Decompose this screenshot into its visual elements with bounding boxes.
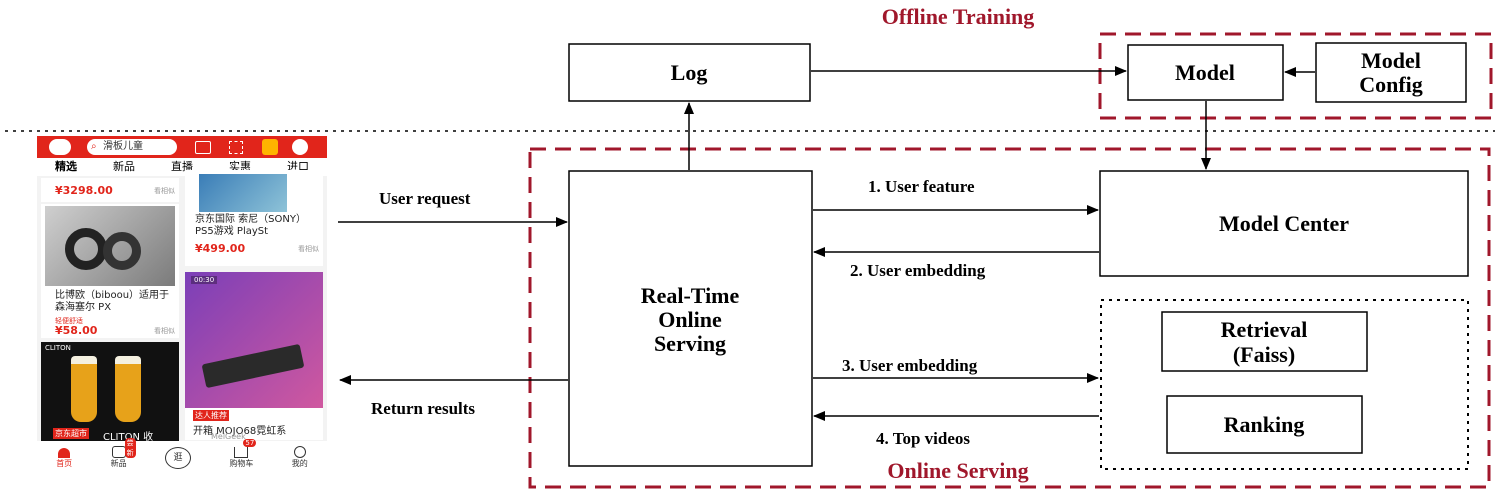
- tab-import[interactable]: 进口: [287, 160, 309, 173]
- log-box: [568, 43, 811, 102]
- product-card-1[interactable]: ¥3298.00 看相似: [41, 178, 179, 202]
- gift-icon[interactable]: [262, 139, 278, 155]
- log-label: Log: [671, 60, 708, 85]
- game-cover-image: [199, 174, 287, 212]
- model-label: Model: [1175, 60, 1235, 85]
- ranking-label: Ranking: [1224, 412, 1305, 437]
- user-embedding-3-label: 3. User embedding: [842, 356, 978, 375]
- product-title: 比博欧（biboou）适用于森海塞尔 PX: [55, 290, 170, 313]
- search-icon: ⌕: [91, 141, 97, 152]
- product-tag: 京东超市: [53, 428, 89, 439]
- nav-browse[interactable]: 逛: [164, 447, 191, 469]
- ranking-box: [1166, 395, 1363, 454]
- search-text: 滑板儿童: [103, 141, 143, 152]
- realtime-serving-box: [568, 170, 813, 467]
- similar-link[interactable]: 看相似: [154, 327, 175, 335]
- product-title: 开箱 MOJO68霓虹系: [193, 426, 287, 437]
- app-logo-icon: [49, 139, 71, 155]
- new-badge: 尝新: [124, 438, 136, 458]
- model-config-box: [1315, 42, 1467, 103]
- product-card-4[interactable]: 00:30 达人推荐 开箱 MOJO68霓虹系 MelGeek: [185, 272, 323, 440]
- online-region: [528, 147, 1491, 489]
- product-tag: 达人推荐: [193, 410, 229, 421]
- shop-name: MelGeek: [211, 432, 246, 440]
- nav-profile[interactable]: 我的: [292, 446, 308, 469]
- retrieval-box: [1161, 311, 1368, 372]
- realtime-label-line3: Serving: [654, 331, 726, 356]
- nav-home[interactable]: 首页: [56, 448, 72, 469]
- online-serving-label: Online Serving: [887, 458, 1028, 483]
- product-price: ¥499.00: [195, 242, 246, 255]
- headphones-image: [45, 206, 175, 286]
- similar-link[interactable]: 看相似: [298, 245, 319, 253]
- return-results-label: Return results: [371, 399, 475, 418]
- nav-new[interactable]: 尝新新品: [110, 438, 136, 468]
- offline-training-label: Offline Training: [882, 4, 1035, 29]
- cart-badge: 57: [243, 439, 257, 447]
- user-feature-label: 1. User feature: [868, 177, 975, 196]
- tab-new[interactable]: 新品: [113, 160, 135, 173]
- product-tag: 轻便舒适: [55, 317, 83, 325]
- realtime-label-line2: Online: [658, 307, 722, 332]
- camera-icon[interactable]: [195, 141, 211, 154]
- home-icon: [58, 448, 71, 458]
- keyboard-image: 00:30: [185, 272, 323, 408]
- product-card-3[interactable]: 比博欧（biboou）适用于森海塞尔 PX 轻便舒适 ¥58.00 看相似: [41, 204, 179, 338]
- similar-link[interactable]: 看相似: [154, 187, 175, 195]
- brand-label: CLITON: [45, 344, 71, 352]
- profile-icon: [293, 446, 306, 458]
- tab-deals[interactable]: 实惠: [229, 160, 251, 173]
- user-embedding-2-label: 2. User embedding: [850, 261, 986, 280]
- product-card-2[interactable]: 京东国际 索尼（SONY）PS5游戏 PlaySt ¥499.00 看相似: [185, 170, 323, 266]
- product-price: ¥58.00: [55, 324, 98, 337]
- message-icon[interactable]: [292, 139, 308, 155]
- product-card-5[interactable]: CLITON 京东超市 CLITON 收: [41, 342, 179, 442]
- top-videos-label: 4. Top videos: [876, 429, 970, 448]
- new-icon: [111, 446, 126, 458]
- beer-glass-image: [71, 356, 97, 422]
- tab-live[interactable]: 直播: [171, 160, 193, 173]
- model-center-label: Model Center: [1219, 211, 1349, 236]
- product-title: 京东国际 索尼（SONY）PS5游戏 PlaySt: [195, 214, 306, 237]
- beer-glass-image: [115, 356, 141, 422]
- search-input[interactable]: ⌕ 滑板儿童: [87, 139, 177, 155]
- tab-featured[interactable]: 精选: [55, 160, 77, 173]
- video-duration: 00:30: [191, 276, 218, 284]
- model-center-box: [1099, 170, 1469, 277]
- scan-icon[interactable]: [229, 141, 243, 154]
- shopping-app-screenshot: ⌕ 滑板儿童 精选 新品 直播 实惠 进口 ¥3298.00 看相似 比博欧（b…: [37, 136, 327, 471]
- user-request-label: User request: [379, 189, 471, 208]
- model-config-label-line2: Config: [1359, 72, 1423, 97]
- app-top-bar: ⌕ 滑板儿童: [37, 136, 327, 158]
- retrieval-label-line1: Retrieval: [1221, 317, 1308, 342]
- realtime-label-line1: Real-Time: [641, 283, 740, 308]
- browse-icon: 逛: [164, 447, 191, 469]
- offline-region: [1098, 32, 1493, 120]
- cart-icon: [234, 447, 249, 458]
- model-box: [1127, 44, 1284, 101]
- product-price: ¥3298.00: [55, 184, 113, 197]
- retrieval-label-line2: (Faiss): [1233, 342, 1295, 367]
- product-title: CLITON 收: [103, 432, 154, 442]
- model-config-label-line1: Model: [1361, 48, 1421, 73]
